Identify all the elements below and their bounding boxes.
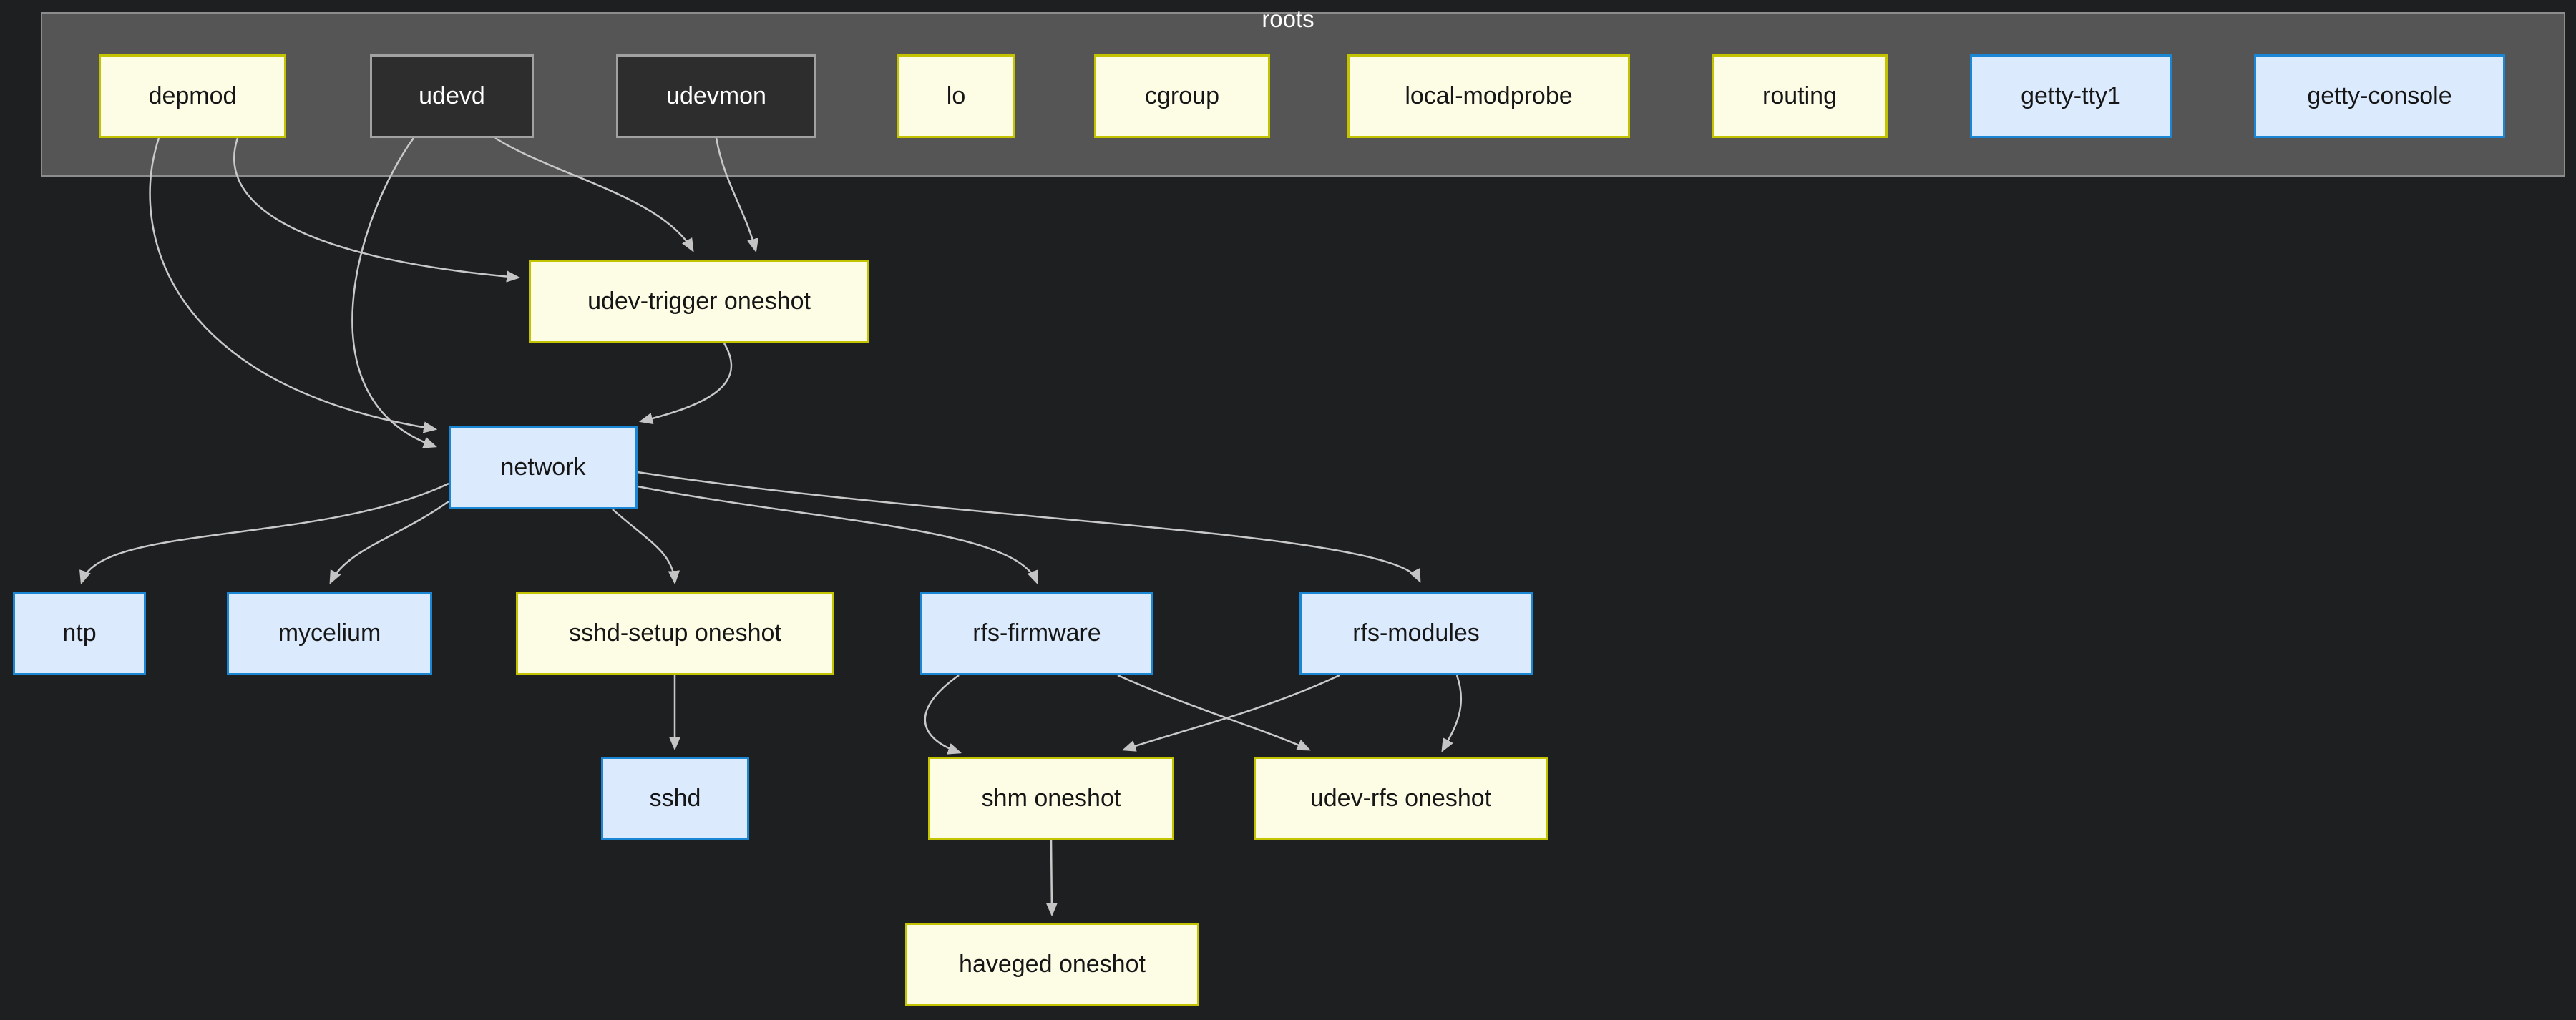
- node-label: getty-tty1: [2021, 82, 2121, 109]
- node-label: udev-trigger oneshot: [587, 288, 811, 315]
- edge-network-ntp: [82, 482, 449, 582]
- node-label: udevd: [419, 82, 485, 109]
- edge-udevd-network: [351, 137, 435, 446]
- node-label: network: [500, 453, 586, 481]
- node-shm: shm oneshot: [928, 757, 1174, 840]
- edge-rfs-firmware-udev-rfs: [1117, 674, 1309, 750]
- node-haveged: haveged oneshot: [905, 923, 1199, 1006]
- edge-udev-trigger-network: [641, 343, 733, 421]
- node-label: sshd-setup oneshot: [569, 619, 781, 647]
- edge-network-rfs-firmware: [637, 485, 1037, 582]
- node-label: rfs-modules: [1352, 619, 1480, 647]
- node-getty-tty1: getty-tty1: [1970, 54, 2172, 138]
- edge-network-mycelium: [331, 500, 449, 582]
- node-ntp: ntp: [13, 592, 146, 675]
- node-label: udev-rfs oneshot: [1309, 785, 1492, 812]
- node-cgroup: cgroup: [1094, 54, 1270, 138]
- node-udevmon: udevmon: [616, 54, 816, 138]
- node-network: network: [449, 426, 638, 509]
- edge-rfs-firmware-shm: [924, 674, 960, 752]
- node-sshd: sshd: [601, 757, 749, 840]
- node-rfs-firmware: rfs-firmware: [920, 592, 1153, 675]
- node-label: shm oneshot: [981, 785, 1121, 812]
- node-label: getty-console: [2307, 82, 2452, 109]
- node-lo: lo: [897, 54, 1015, 138]
- edge-rfs-modules-shm: [1124, 674, 1340, 750]
- node-label: depmod: [148, 82, 237, 109]
- edge-network-sshd-setup: [612, 509, 675, 582]
- node-udevd: udevd: [370, 54, 534, 138]
- node-label: rfs-firmware: [972, 619, 1101, 647]
- node-routing: routing: [1712, 54, 1888, 138]
- edge-rfs-modules-udev-rfs: [1443, 675, 1463, 750]
- node-label: cgroup: [1145, 82, 1219, 109]
- node-udev-rfs: udev-rfs oneshot: [1254, 757, 1548, 840]
- node-label: ntp: [62, 619, 97, 647]
- roots-cluster-label: roots: [1262, 6, 1314, 32]
- edge-network-rfs-modules: [637, 471, 1420, 581]
- node-label: routing: [1762, 82, 1837, 109]
- node-label: udevmon: [666, 82, 766, 109]
- edge-depmod-network: [149, 137, 435, 429]
- edge-shm-haveged: [1051, 840, 1052, 914]
- node-label: lo: [946, 82, 966, 109]
- node-local-modprobe: local-modprobe: [1347, 54, 1630, 138]
- node-sshd-setup: sshd-setup oneshot: [516, 592, 834, 675]
- node-label: mycelium: [278, 619, 381, 647]
- node-label: local-modprobe: [1405, 82, 1573, 109]
- node-depmod: depmod: [99, 54, 286, 138]
- node-mycelium: mycelium: [227, 592, 432, 675]
- node-udev-trigger: udev-trigger oneshot: [529, 260, 869, 343]
- node-rfs-modules: rfs-modules: [1299, 592, 1533, 675]
- node-label: haveged oneshot: [959, 951, 1146, 978]
- node-label: sshd: [649, 785, 701, 812]
- node-getty-console: getty-console: [2254, 54, 2505, 138]
